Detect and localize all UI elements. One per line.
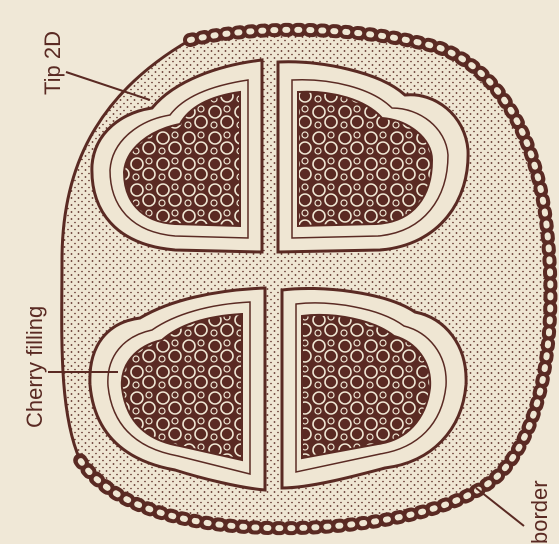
leader-line-border	[476, 488, 524, 526]
label-border: border	[527, 480, 553, 544]
label-tip-2d: Tip 2D	[40, 31, 66, 95]
label-cherry-filling: Cherry filling	[22, 306, 48, 428]
